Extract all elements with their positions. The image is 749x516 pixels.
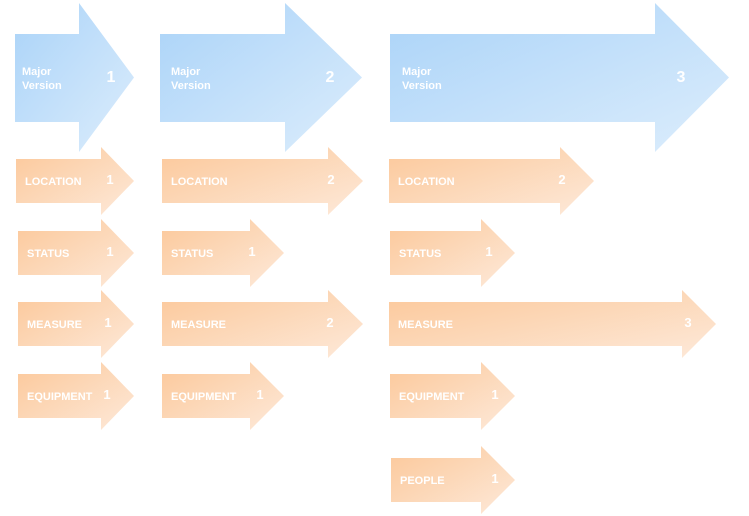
sub-arrow-shape [389,147,594,215]
major-label-line2: Version [402,80,442,92]
sub-arrow-shape [162,147,363,215]
sub-arrow-number: 1 [106,244,113,259]
sub-arrow-shape [162,362,284,430]
sub-arrow-number: 1 [491,387,498,402]
major-label-line2: Version [171,80,211,92]
sub-arrow-shape [162,290,363,358]
sub-arrow-label: MEASURE [171,319,226,331]
sub-arrow-equipment: EQUIPMENT 1 [18,362,134,430]
sub-arrow-shape [389,290,716,358]
sub-arrow-shape [18,219,134,287]
sub-arrow-label: PEOPLE [400,475,445,487]
sub-arrow-equipment: EQUIPMENT 1 [162,362,284,430]
sub-arrow-number: 1 [485,244,492,259]
sub-arrow-label: LOCATION [398,176,455,188]
sub-arrow-measure: MEASURE 2 [162,290,363,358]
major-arrow-shape [390,3,729,152]
major-version-number: 2 [326,69,335,86]
sub-arrow-number: 2 [326,315,333,330]
major-arrow-shape [15,3,134,152]
major-version-number: 3 [677,69,686,86]
sub-arrow-number: 1 [491,471,498,486]
sub-arrow-number: 1 [248,244,255,259]
major-arrow-shape [160,3,362,152]
sub-arrow-label: LOCATION [25,176,82,188]
sub-arrow-number: 2 [558,172,565,187]
sub-arrow-measure: MEASURE 1 [18,290,134,358]
sub-arrow-people: PEOPLE 1 [391,446,515,514]
sub-arrow-label: STATUS [171,248,213,260]
sub-arrow-number: 1 [103,387,110,402]
sub-arrow-label: STATUS [27,248,69,260]
major-label-line1: Major [402,66,432,78]
sub-arrow-label: MEASURE [27,319,82,331]
sub-arrow-status: STATUS 1 [18,219,134,287]
sub-arrow-shape [391,446,515,514]
sub-arrow-number: 2 [327,172,334,187]
sub-arrow-measure: MEASURE 3 [389,290,716,358]
major-label-line2: Version [22,80,62,92]
sub-arrow-location: LOCATION 1 [16,147,134,215]
major-label-line1: Major [22,66,52,78]
sub-arrow-number: 1 [106,172,113,187]
sub-arrow-number: 3 [684,315,691,330]
sub-arrow-number: 1 [256,387,263,402]
sub-arrow-label: EQUIPMENT [27,391,93,403]
major-label-line1: Major [171,66,201,78]
sub-arrow-label: EQUIPMENT [171,391,237,403]
sub-arrow-shape [18,362,134,430]
major-version-number: 1 [107,69,116,86]
sub-arrow-shape [18,290,134,358]
sub-arrow-shape [16,147,134,215]
sub-arrow-label: EQUIPMENT [399,391,465,403]
sub-arrow-equipment: EQUIPMENT 1 [390,362,515,430]
sub-arrow-label: STATUS [399,248,441,260]
sub-arrow-label: LOCATION [171,176,228,188]
sub-arrow-shape [390,219,515,287]
sub-arrow-shape [162,219,284,287]
sub-arrow-shape [390,362,515,430]
sub-arrow-label: MEASURE [398,319,453,331]
sub-arrow-number: 1 [104,315,111,330]
sub-arrow-location: LOCATION 2 [389,147,594,215]
sub-arrow-status: STATUS 1 [390,219,515,287]
sub-arrow-status: STATUS 1 [162,219,284,287]
sub-arrow-location: LOCATION 2 [162,147,363,215]
